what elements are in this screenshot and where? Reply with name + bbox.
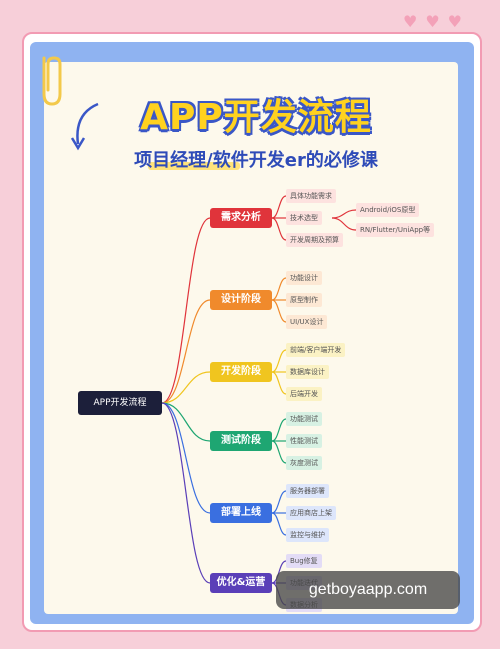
leaf-node: 服务器部署 — [286, 484, 329, 498]
stage-node: 优化&运营 — [210, 573, 272, 593]
leaf-node: 监控与维护 — [286, 528, 329, 542]
leaf-node: 开发周期及预算 — [286, 233, 343, 247]
leaf-node: 技术选型 — [286, 211, 322, 225]
sub-leaf-node: RN/Flutter/UniApp等 — [356, 223, 435, 237]
stage-node: 需求分析 — [210, 208, 272, 228]
heart-icon: ♥ — [402, 12, 418, 31]
stage-node: 开发阶段 — [210, 362, 272, 382]
leaf-node: Bug修复 — [286, 554, 322, 568]
stage-node: 测试阶段 — [210, 431, 272, 451]
subtitle-highlight — [148, 162, 240, 170]
hearts-decoration: ♥ ♥ ♥ — [403, 14, 462, 30]
stage-node: 部署上线 — [210, 503, 272, 523]
heart-icon: ♥ — [425, 12, 440, 31]
leaf-node: 前端/客户端开发 — [286, 343, 346, 357]
leaf-node: 应用商店上架 — [286, 506, 336, 520]
page-title: APP开发流程 — [140, 97, 372, 138]
leaf-node: 原型制作 — [286, 293, 322, 307]
leaf-node: 性能测试 — [286, 434, 322, 448]
leaf-node: 具体功能需求 — [286, 189, 336, 203]
leaf-node: 灰度测试 — [286, 456, 322, 470]
heart-icon: ♥ — [447, 12, 462, 31]
leaf-node: 功能设计 — [286, 271, 322, 285]
stage-node: 设计阶段 — [210, 290, 272, 310]
sub-leaf-node: Android/iOS原型 — [356, 203, 420, 217]
watermark: getboyaapp.com — [276, 571, 460, 609]
paperclip-icon — [42, 56, 62, 106]
leaf-node: UI/UX设计 — [286, 315, 328, 329]
leaf-node: 功能测试 — [286, 412, 322, 426]
page-subtitle: 项目经理/软件开发er的必修课 — [134, 150, 378, 171]
curved-arrow-icon — [70, 102, 99, 151]
leaf-node: 后端开发 — [286, 387, 322, 401]
mindmap-root: APP开发流程 — [78, 391, 162, 415]
leaf-node: 数据库设计 — [286, 365, 329, 379]
